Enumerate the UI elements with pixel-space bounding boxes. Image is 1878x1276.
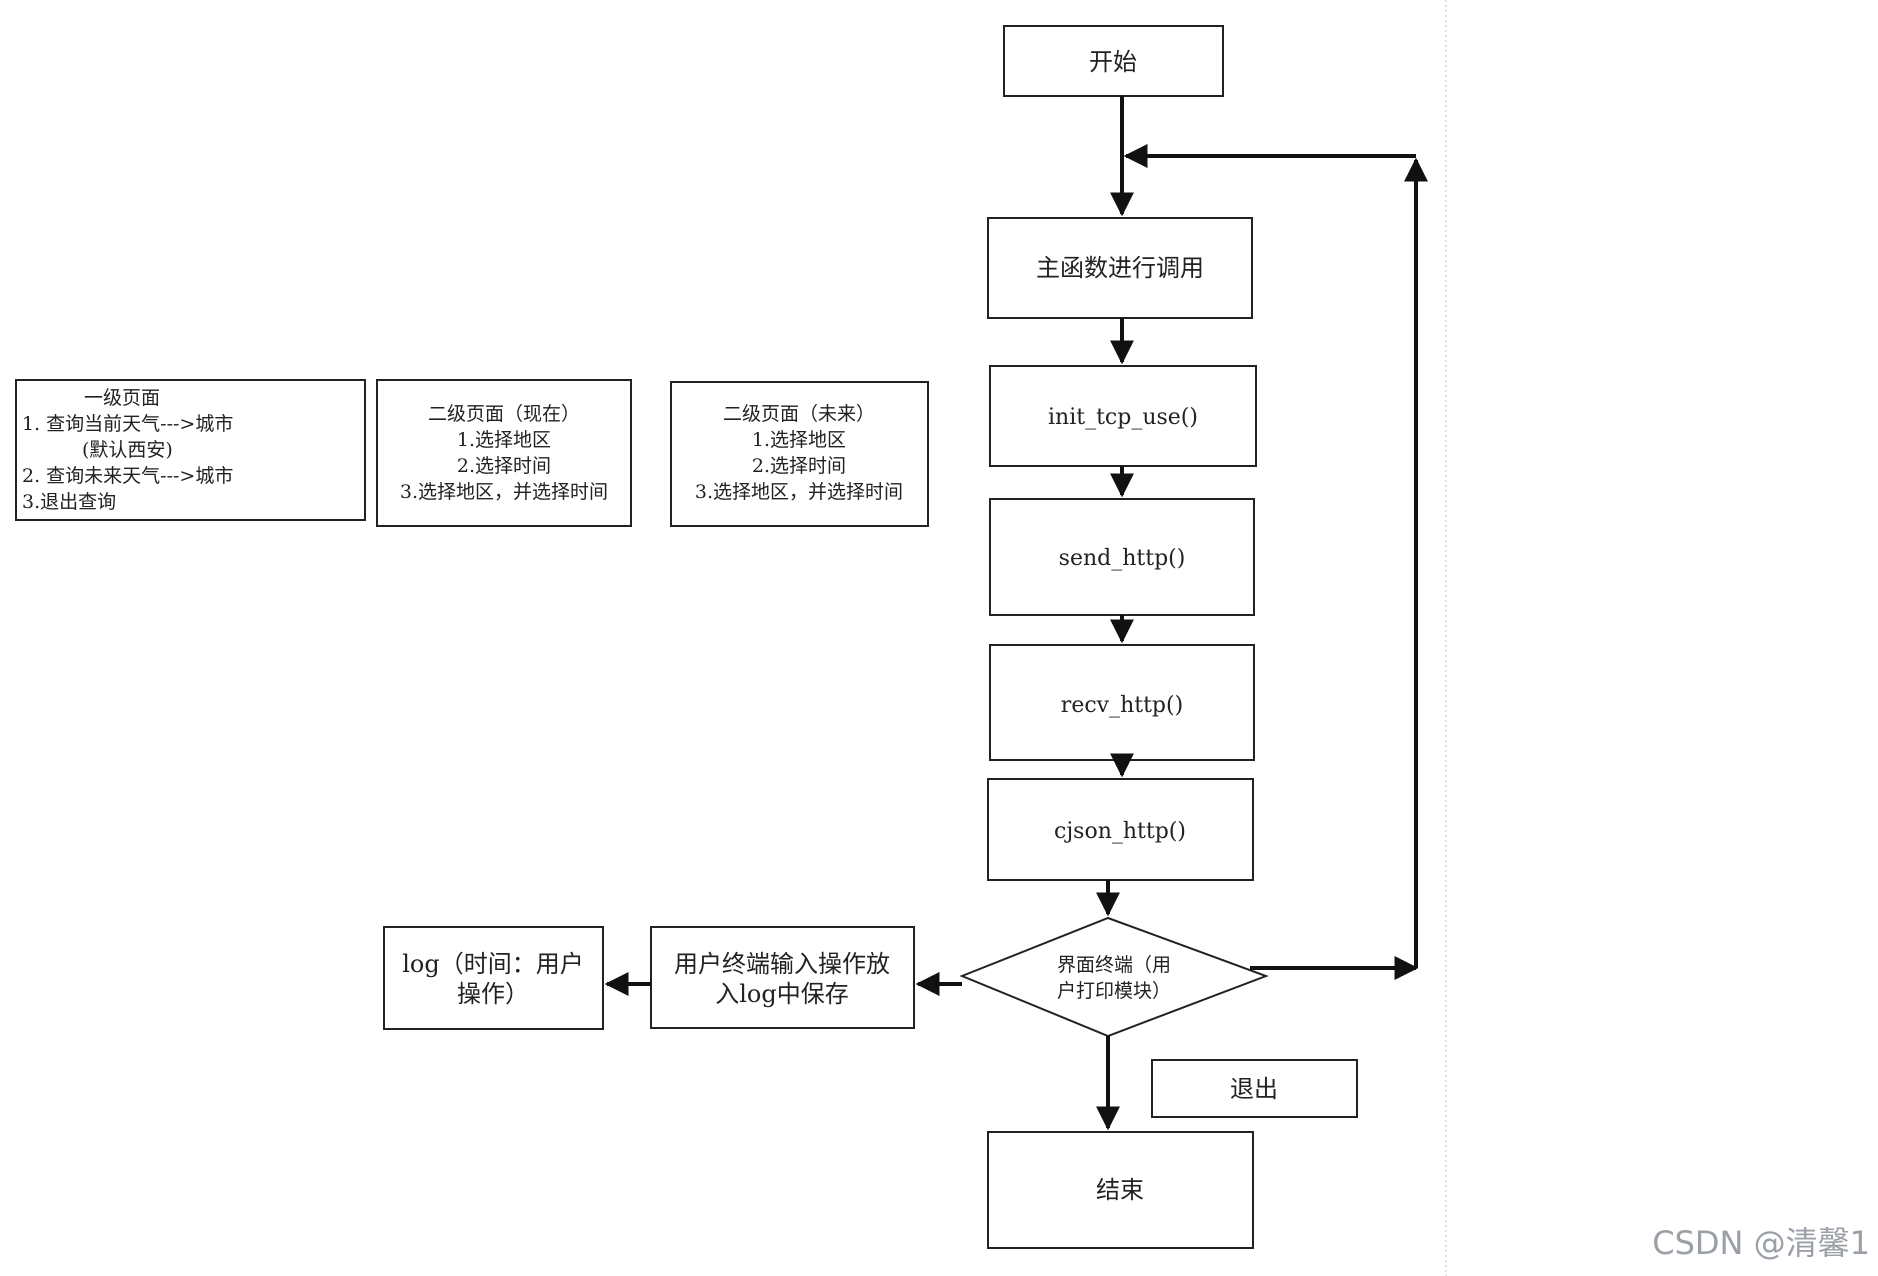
node-log-entry-label-line1: log（时间：用户: [402, 950, 584, 978]
page-level2-now-title: 二级页面（现在）: [428, 403, 580, 425]
page-level1-line3: 2. 查询未来天气--->城市: [22, 465, 233, 487]
page-level2-now-line3: 3.选择地区，并选择时间: [400, 481, 608, 503]
page-level2-future-title: 二级页面（未来）: [723, 403, 875, 425]
node-end-label: 结束: [1096, 1176, 1144, 1204]
node-recv-http-label: recv_http(): [1061, 693, 1183, 718]
csdn-watermark: CSDN @清馨1: [1652, 1224, 1870, 1262]
label-exit-text: 退出: [1230, 1075, 1278, 1103]
node-cjson-http-label: cjson_http(): [1054, 819, 1186, 844]
node-send-http-label: send_http(): [1059, 546, 1186, 571]
node-init-tcp-label: init_tcp_use(): [1048, 405, 1198, 430]
node-log-entry-label-line2: 操作）: [457, 980, 529, 1008]
node-save-log-label-line2: 入log中保存: [715, 980, 849, 1008]
page-level1-line1: 1. 查询当前天气--->城市: [22, 413, 233, 435]
node-start-label: 开始: [1089, 48, 1137, 76]
node-send-http: send_http(): [989, 498, 1255, 616]
page-level2-now-line2: 2.选择时间: [457, 455, 551, 477]
node-recv-http: recv_http(): [989, 644, 1255, 761]
page-level2-future-line2: 2.选择时间: [752, 455, 846, 477]
page-level1-line2: (默认西安): [82, 439, 173, 461]
page-level2-future-line3: 3.选择地区，并选择时间: [695, 481, 903, 503]
page-level2-now-line1: 1.选择地区: [457, 429, 551, 451]
node-ui-terminal-label-line1: 界面终端（用: [1057, 954, 1171, 976]
page-level1-line4: 3.退出查询: [22, 491, 116, 513]
node-init-tcp: init_tcp_use(): [989, 365, 1257, 467]
page-level2-future-line1: 1.选择地区: [752, 429, 846, 451]
node-main-call: 主函数进行调用: [987, 217, 1253, 319]
node-save-log: 用户终端输入操作放 入log中保存: [650, 926, 915, 1029]
node-start: 开始: [1003, 25, 1224, 97]
node-save-log-label-line1: 用户终端输入操作放: [674, 950, 890, 978]
node-main-call-label: 主函数进行调用: [1036, 254, 1204, 282]
label-exit: 退出: [1151, 1059, 1358, 1118]
node-ui-terminal-label-line2: 户打印模块）: [1057, 980, 1171, 1002]
box-page-level2-now: 二级页面（现在） 1.选择地区 2.选择时间 3.选择地区，并选择时间: [376, 379, 632, 527]
node-end: 结束: [987, 1131, 1254, 1249]
node-ui-terminal: 界面终端（用 户打印模块）: [959, 916, 1269, 1038]
node-cjson-http: cjson_http(): [987, 778, 1254, 881]
node-log-entry: log（时间：用户 操作）: [383, 926, 604, 1030]
box-page-level1: 一级页面 1. 查询当前天气--->城市 (默认西安) 2. 查询未来天气---…: [15, 379, 366, 521]
box-page-level2-future: 二级页面（未来） 1.选择地区 2.选择时间 3.选择地区，并选择时间: [670, 381, 929, 527]
page-level1-title: 一级页面: [84, 387, 160, 409]
